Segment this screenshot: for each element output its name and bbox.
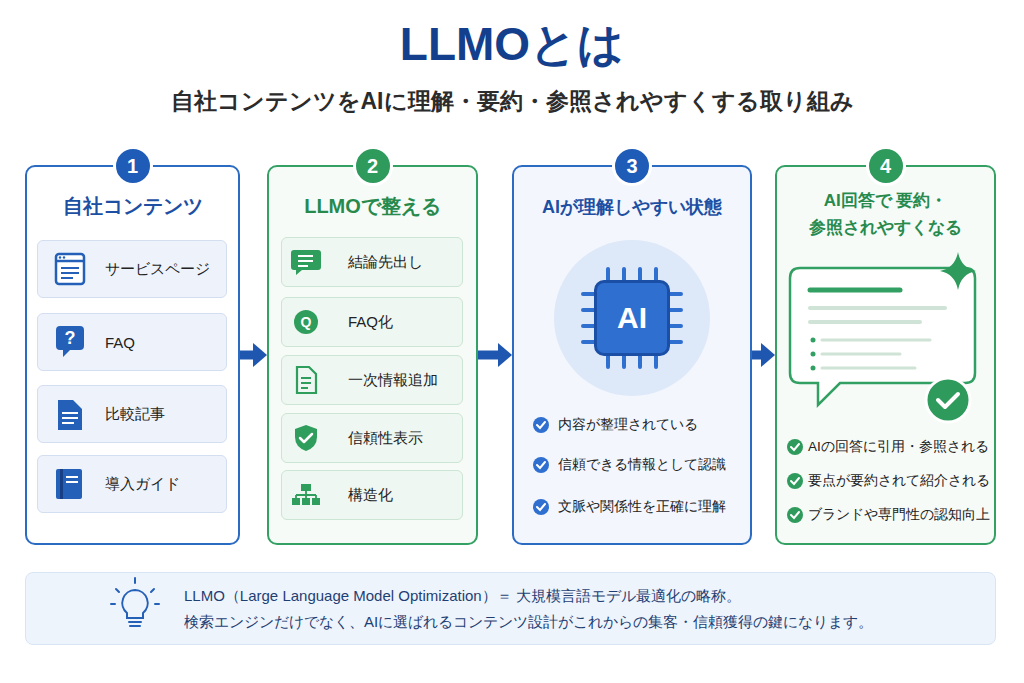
- item-text: サービスページ: [105, 260, 210, 279]
- item-text: 比較記事: [105, 405, 165, 424]
- action-item: 信頼性表示: [281, 413, 463, 463]
- badge-number: 4: [880, 156, 891, 176]
- action-item: 結論先出し: [281, 237, 463, 287]
- check-item-text: 内容が整理されている: [558, 414, 748, 436]
- item-text: 導入ガイド: [105, 475, 180, 494]
- panel-heading: AI回答で 要約・参照されやすくなる: [777, 187, 994, 241]
- note-text: 検索エンジンだけでなく、AIに選ばれるコンテンツ設計がこれからの集客・信頼獲得の…: [184, 610, 984, 634]
- panel-heading: AIが理解しやすい状態: [514, 195, 750, 219]
- item-text: 結論先出し: [348, 253, 423, 272]
- badge-number: 3: [626, 156, 637, 176]
- content-item: 比較記事: [37, 385, 227, 443]
- item-text: 信頼性表示: [348, 429, 423, 448]
- step-panel: 自社コンテンツ1サービスページFAQ比較記事導入ガイド: [25, 165, 240, 545]
- step-badge: 1: [113, 146, 153, 186]
- content-item: 導入ガイド: [37, 455, 227, 513]
- note-text: LLMO（Large Language Model Optimization）＝…: [184, 584, 984, 608]
- step-badge: 2: [353, 146, 393, 186]
- action-item: 構造化: [281, 470, 463, 520]
- icon-glyph: Q: [296, 312, 316, 332]
- icon-glyph: ?: [59, 327, 81, 349]
- ai-chip: AI: [594, 280, 670, 356]
- flow-arrow: [752, 351, 775, 360]
- note-box: LLMO（Large Language Model Optimization）＝…: [25, 572, 996, 645]
- flow-arrow: [478, 351, 512, 360]
- check-item-text: 要点が要約されて紹介される: [808, 470, 992, 492]
- item-text: 構造化: [348, 486, 393, 505]
- check-item-text: AIの回答に引用・参照される: [808, 436, 992, 458]
- check-item-text: 文脈や関係性を正確に理解: [558, 496, 748, 518]
- panel-heading: 自社コンテンツ: [27, 194, 238, 218]
- item-text: FAQ化: [348, 313, 393, 332]
- step-panel: AIが理解しやすい状態内容が整理されている信頼できる情報として認識文脈や関係性を…: [512, 165, 752, 545]
- step-panel: AI回答で 要約・参照されやすくなる AIの回答に引用・参照される要点が要約されて…: [775, 165, 996, 545]
- content-item: サービスページ: [37, 240, 227, 298]
- step-badge: 4: [866, 146, 906, 186]
- title: LLMOとは: [0, 14, 1024, 74]
- flow-arrow: [240, 351, 267, 360]
- step-panel: LLMOで整える2結論先出しFAQ化一次情報追加信頼性表示構造化: [267, 165, 478, 545]
- item-text: 一次情報追加: [348, 371, 438, 390]
- panel-heading: LLMOで整える: [269, 194, 476, 218]
- step-badge: 3: [612, 146, 652, 186]
- action-item: 一次情報追加: [281, 355, 463, 405]
- chip-pins: [583, 269, 681, 367]
- check-item-text: ブランドや専門性の認知向上: [808, 504, 992, 526]
- badge-number: 2: [367, 156, 378, 176]
- check-item-text: 信頼できる情報として認識: [558, 454, 748, 476]
- chip-label: AI: [617, 303, 647, 333]
- item-text: FAQ: [105, 334, 135, 351]
- subtitle: 自社コンテンツをAIに理解・要約・参照されやすくする取り組み: [0, 86, 1024, 116]
- badge-number: 1: [127, 156, 138, 176]
